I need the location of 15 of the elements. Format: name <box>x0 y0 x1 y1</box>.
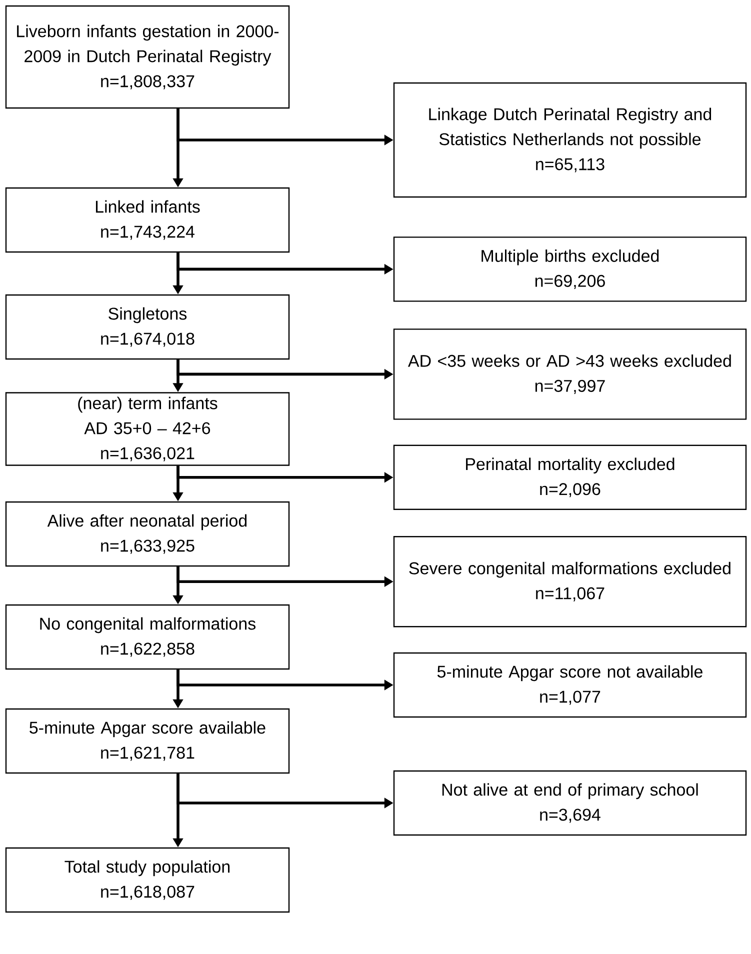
flow-box: AD <35 weeks or AD >43 weeks excluded n=37,997 <box>393 328 747 420</box>
flow-box: (near) term infants AD 35+0 – 42+6 n=1,636,021 <box>5 392 290 466</box>
flow-box: Liveborn infants gestation in 2000-2009 in Dutch Perinatal Registry n=1,808,337 <box>5 5 290 109</box>
flow-box: Multiple births excluded n=69,206 <box>393 236 747 302</box>
flow-box: Singletons n=1,674,018 <box>5 294 290 360</box>
flow-box: 5-minute Apgar score not available n=1,077 <box>393 652 747 718</box>
flow-box: No congenital malformations n=1,622,858 <box>5 604 290 670</box>
flow-box: Alive after neonatal period n=1,633,925 <box>5 501 290 567</box>
flow-box: Not alive at end of primary school n=3,694 <box>393 770 747 836</box>
flow-box: Linkage Dutch Perinatal Registry and Statistics Netherlands not possible n=65,113 <box>393 82 747 198</box>
flow-box: Linked infants n=1,743,224 <box>5 187 290 253</box>
flow-box: 5-minute Apgar score available n=1,621,781 <box>5 708 290 774</box>
flow-box: Total study population n=1,618,087 <box>5 847 290 913</box>
flow-box: Perinatal mortality excluded n=2,096 <box>393 444 747 510</box>
flow-box: Severe congenital malformations excluded n=11,067 <box>393 536 747 628</box>
